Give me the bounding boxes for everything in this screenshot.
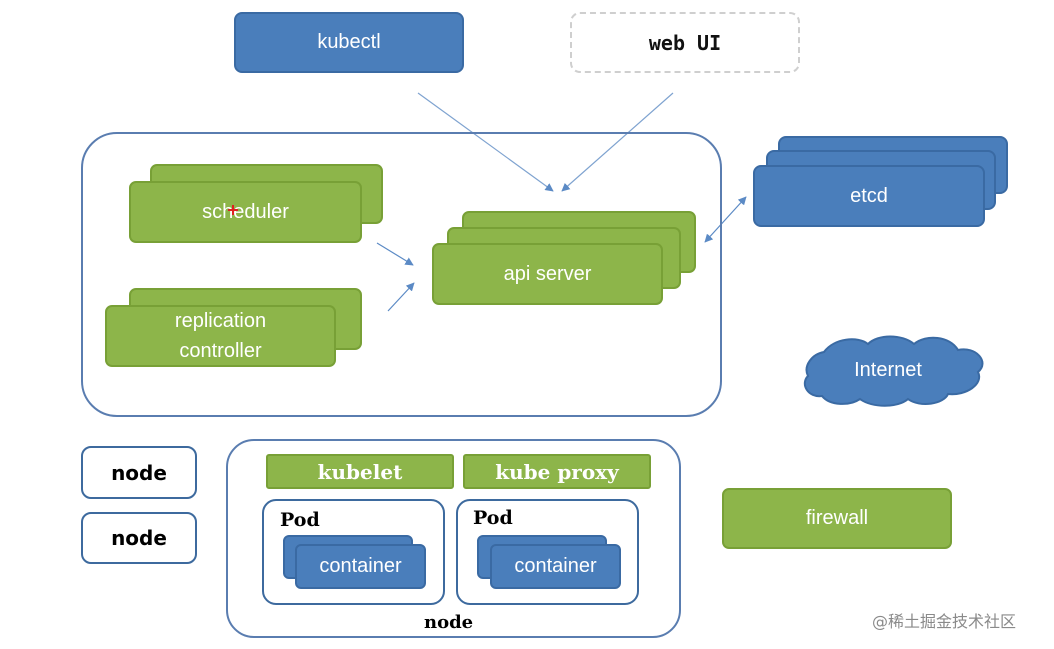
etcd-box: etcd [753, 165, 985, 227]
kubectl-label: kubectl [317, 31, 381, 53]
replication-controller-box: replication controller [105, 305, 336, 367]
internet-label: Internet [854, 358, 922, 381]
kubelet-box: kubelet [266, 454, 454, 489]
replication-controller-label-line2: controller [179, 340, 262, 362]
node-main-label: node [424, 612, 474, 633]
container-label-2: container [514, 555, 597, 577]
watermark: @稀土掘金技术社区 [872, 608, 1016, 632]
node-box-2: node [81, 512, 197, 564]
internet-label-wrap: Internet [818, 354, 958, 386]
container-label-1: container [319, 555, 402, 577]
replication-controller-label-line1: replication [174, 310, 267, 332]
pod-label-2-wrap: Pod [473, 507, 513, 529]
etcd-label: etcd [850, 184, 888, 207]
api-server-box: api server [432, 243, 663, 305]
master-container [81, 132, 722, 417]
node-box-1: node [81, 446, 197, 499]
node-container [226, 439, 681, 638]
pod-label-2: Pod [473, 507, 513, 529]
firewall-label: firewall [805, 507, 869, 529]
container-box-2: container [490, 544, 621, 589]
api-server-label: api server [503, 262, 592, 285]
scheduler-box: scheduler [129, 181, 362, 243]
web-ui-label: web UI [648, 30, 722, 55]
pod-label-1: Pod [280, 509, 320, 531]
pod-label-1-wrap: Pod [280, 509, 320, 531]
web-ui-box: web UI [570, 12, 800, 73]
node-main-label-wrap: node [424, 612, 473, 633]
kube-proxy-box: kube proxy [463, 454, 651, 489]
watermark-text: @稀土掘金技术社区 [872, 612, 1017, 631]
container-box-1: container [295, 544, 426, 589]
scheduler-label: scheduler [202, 200, 289, 223]
kubectl-box: kubectl [234, 12, 464, 73]
firewall-box: firewall [722, 488, 952, 549]
kube-proxy-label: kube proxy [495, 459, 619, 484]
node-label-2: node [111, 526, 167, 550]
node-label-1: node [111, 460, 167, 485]
kubelet-label: kubelet [317, 459, 403, 484]
